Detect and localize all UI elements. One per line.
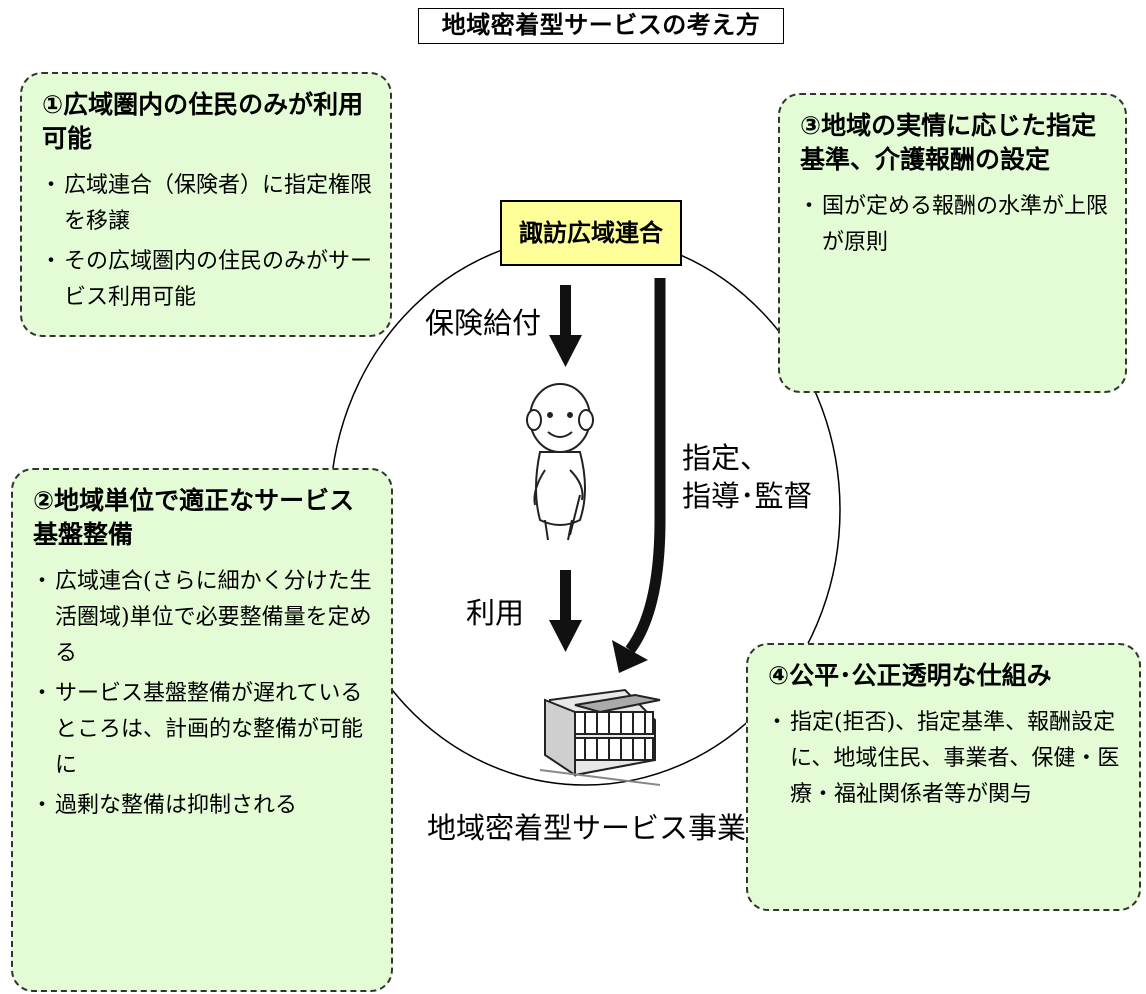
panel-list: 国が定める報酬の水準が上限が原則 <box>798 189 1111 261</box>
diagram-title: 地域密着型サービスの考え方 <box>418 8 784 44</box>
panel-regional-infrastructure: ②地域単位で適正なサービス基盤整備 広域連合(さらに細かく分けた生活圏域)単位で… <box>11 468 393 992</box>
list-item: 過剰な整備は抑制される <box>31 788 377 824</box>
panel-list: 指定(拒否)、指定基準、報酬設定に、地域住民、事業者、保健・医療・福祉関係者等が… <box>766 705 1125 813</box>
panel-title: ②地域単位で適正なサービス基盤整備 <box>33 486 355 549</box>
use-arrow <box>549 570 582 652</box>
designation-label-line1: 指定、 <box>682 441 770 475</box>
list-item: 指定(拒否)、指定基準、報酬設定に、地域住民、事業者、保健・医療・福祉関係者等が… <box>766 705 1125 813</box>
designation-label-line2: 指導･監督 <box>682 479 813 513</box>
panel-fair-transparent: ④公平･公正透明な仕組み 指定(拒否)、指定基準、報酬設定に、地域住民、事業者、… <box>746 643 1141 911</box>
panel-local-standards: ③地域の実情に応じた指定基準、介護報酬の設定 国が定める報酬の水準が上限が原則 <box>778 93 1127 393</box>
facility-label: 地域密着型サービス事業所 <box>427 811 776 845</box>
panel-list: 広域連合（保険者）に指定権限を移譲 その広域圏内の住民のみがサービス利用可能 <box>40 168 376 316</box>
benefit-arrow <box>549 285 582 367</box>
suwa-wide-area-union-box: 諏訪広域連合 <box>500 200 682 266</box>
panel-title: ①広域圏内の住民のみが利用可能 <box>42 90 364 153</box>
list-item: サービス基盤整備が遅れているところは、計画的な整備が可能に <box>31 676 377 784</box>
panel-title: ④公平･公正透明な仕組み <box>768 661 1052 690</box>
list-item: 広域連合（保険者）に指定権限を移譲 <box>40 168 376 240</box>
panel-list: 広域連合(さらに細かく分けた生活圏域)単位で必要整備量を定める サービス基盤整備… <box>31 564 377 824</box>
list-item: 国が定める報酬の水準が上限が原則 <box>798 189 1111 261</box>
panel-title: ③地域の実情に応じた指定基準、介護報酬の設定 <box>800 111 1097 174</box>
elderly-person-icon <box>526 383 594 541</box>
list-item: 広域連合(さらに細かく分けた生活圏域)単位で必要整備量を定める <box>31 564 377 672</box>
list-item: その広域圏内の住民のみがサービス利用可能 <box>40 244 376 316</box>
panel-residents-only: ①広域圏内の住民のみが利用可能 広域連合（保険者）に指定権限を移譲 その広域圏内… <box>20 72 392 337</box>
benefit-label: 保険給付 <box>425 306 542 340</box>
designation-arrow <box>612 278 666 673</box>
facility-building-icon <box>539 688 661 786</box>
use-label: 利用 <box>466 596 525 630</box>
